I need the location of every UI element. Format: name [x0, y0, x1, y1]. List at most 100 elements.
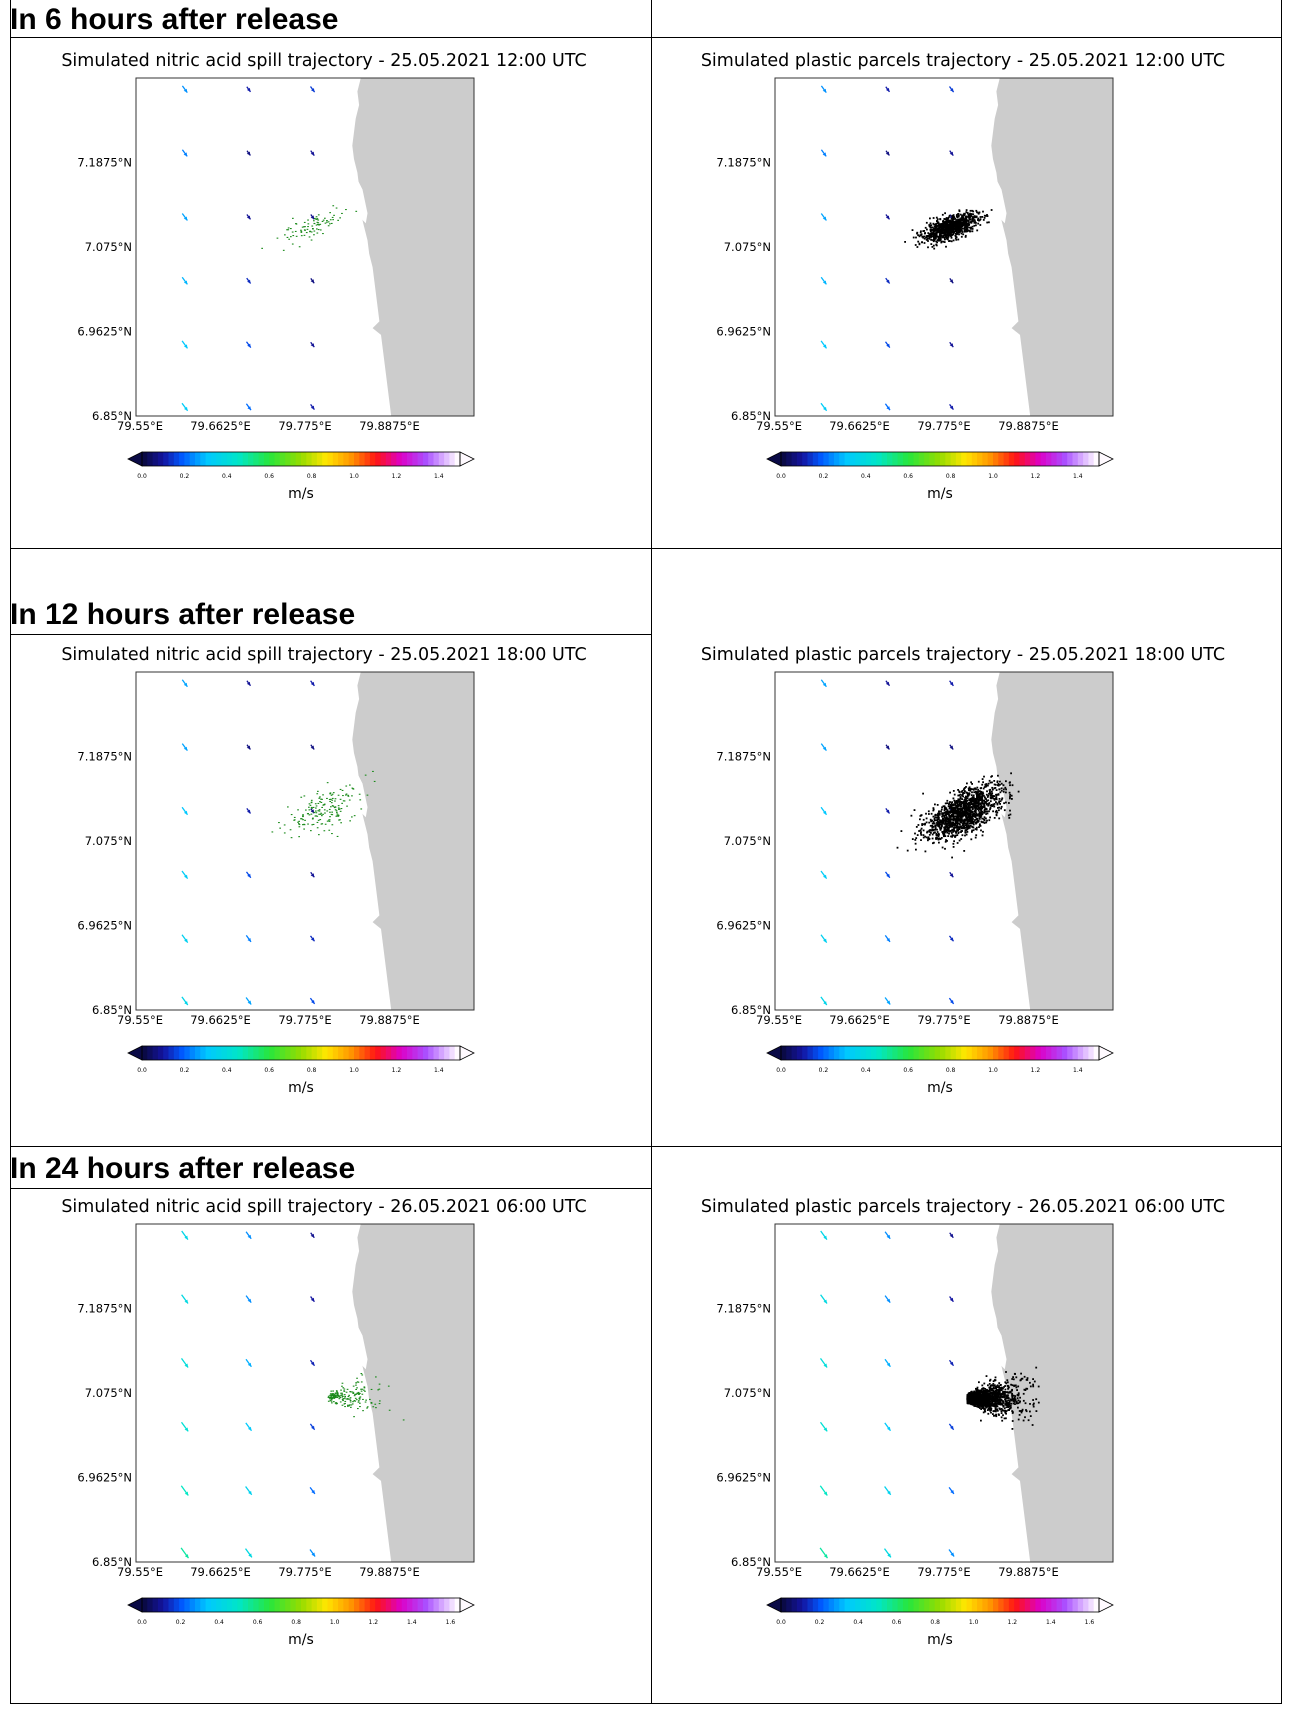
particle [935, 824, 938, 826]
particle [954, 809, 957, 811]
particle [977, 1391, 979, 1393]
particle [938, 230, 940, 232]
particle [958, 223, 961, 226]
colorbar-segment [1077, 1598, 1084, 1612]
particle [943, 823, 946, 825]
colorbar-segment [216, 1046, 223, 1060]
particle [334, 1402, 337, 1404]
particle [975, 806, 977, 809]
particle [998, 817, 1001, 820]
particle [1006, 1391, 1008, 1394]
colorbar-segment [295, 452, 302, 466]
colorbar-segment [301, 1598, 307, 1612]
particle [937, 813, 940, 816]
particle [929, 217, 931, 220]
particle [981, 1395, 984, 1398]
particle [347, 1404, 349, 1406]
particle [358, 1393, 360, 1395]
particle [966, 797, 969, 800]
particle [957, 215, 960, 218]
particle [328, 798, 331, 800]
particle [933, 239, 936, 242]
particle [359, 799, 362, 801]
particle [951, 818, 954, 821]
colorbar-segment [1030, 1046, 1036, 1060]
colorbar-segment [839, 1046, 846, 1060]
particle [965, 230, 968, 233]
particle [946, 225, 949, 227]
particle [364, 1401, 367, 1403]
current-arrow [819, 1421, 828, 1432]
particle [960, 227, 963, 229]
particle [950, 222, 953, 225]
colorbar-extend-max [459, 1045, 475, 1061]
particle [951, 828, 954, 831]
particle [936, 804, 939, 806]
colorbar-segment [210, 452, 217, 466]
particle [947, 234, 950, 237]
particle [316, 793, 319, 795]
particle [271, 831, 274, 833]
particle [993, 817, 996, 819]
particle [952, 822, 954, 825]
particle [955, 219, 957, 221]
particle [941, 224, 944, 227]
particle [341, 212, 343, 214]
particle [983, 1403, 986, 1406]
particle [959, 813, 962, 815]
current-arrow [820, 1230, 828, 1240]
particle [974, 821, 977, 824]
colorbar-segment [987, 452, 994, 466]
particle [1005, 801, 1007, 804]
particle [291, 243, 294, 245]
colorbar-segment [802, 1598, 809, 1612]
particle [925, 221, 928, 224]
particle [978, 818, 981, 820]
lat-tick-label: 7.1875°N [77, 750, 132, 764]
particle [945, 810, 947, 813]
particle [962, 807, 965, 810]
colorbar-segment [940, 452, 946, 466]
particle [970, 221, 973, 223]
particle [344, 1400, 347, 1402]
colorbar-segment [232, 1046, 238, 1060]
particle [985, 1389, 987, 1391]
particle [960, 235, 963, 238]
particle [973, 221, 976, 224]
particle [286, 236, 289, 238]
particle [957, 794, 960, 797]
particle [1002, 1405, 1005, 1408]
particle [926, 830, 929, 833]
particle [336, 1395, 339, 1397]
particle [956, 811, 959, 814]
particle [928, 225, 931, 228]
particle [973, 800, 975, 803]
particle [936, 239, 939, 242]
particle [944, 828, 947, 831]
particle [370, 1402, 373, 1404]
particle [981, 1407, 984, 1409]
particle [354, 1394, 357, 1396]
particle [980, 802, 983, 804]
particle [346, 805, 348, 807]
particle [966, 831, 969, 833]
particle [988, 789, 991, 791]
particle [922, 834, 925, 836]
particle [950, 234, 952, 236]
particle [963, 805, 965, 808]
particle [995, 1410, 997, 1413]
particle [933, 822, 936, 825]
particle [968, 793, 971, 795]
particle [945, 223, 948, 225]
particle [978, 814, 981, 817]
particle [300, 229, 302, 231]
current-arrow [819, 1358, 828, 1368]
particle [971, 829, 973, 832]
particle [981, 813, 984, 816]
particle [990, 209, 993, 211]
panel-title: Simulated nitric acid spill trajectory -… [61, 1197, 587, 1217]
particle [315, 812, 318, 814]
colorbar-segment [1035, 452, 1042, 466]
particle [969, 789, 972, 792]
particle [919, 818, 921, 821]
